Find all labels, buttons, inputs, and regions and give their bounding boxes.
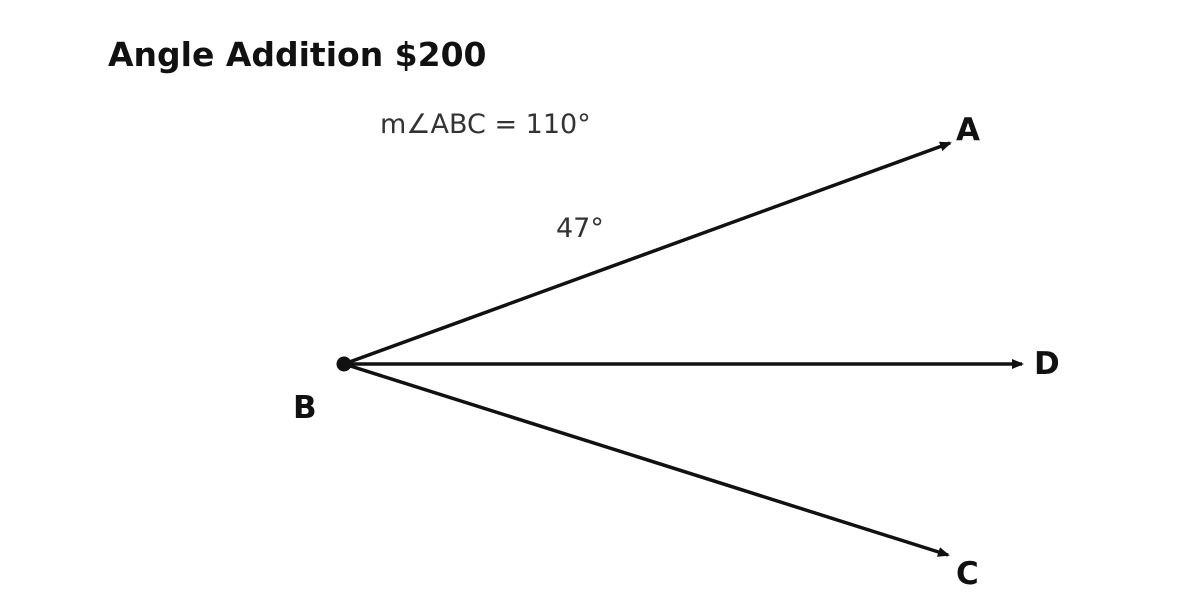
point-label-b: B [293, 390, 317, 426]
vertex-point-b [336, 356, 352, 372]
given-angle-measure: m∠ABC = 110° [380, 109, 591, 140]
point-label-d: D [1034, 346, 1060, 382]
diagram-title: Angle Addition $200 [108, 35, 487, 74]
point-label-a: A [956, 112, 980, 148]
angle-abd-measure-label: 47° [556, 213, 604, 244]
ray-bc [343, 362, 950, 557]
point-label-c: C [956, 556, 979, 592]
ray-ba [343, 141, 952, 366]
